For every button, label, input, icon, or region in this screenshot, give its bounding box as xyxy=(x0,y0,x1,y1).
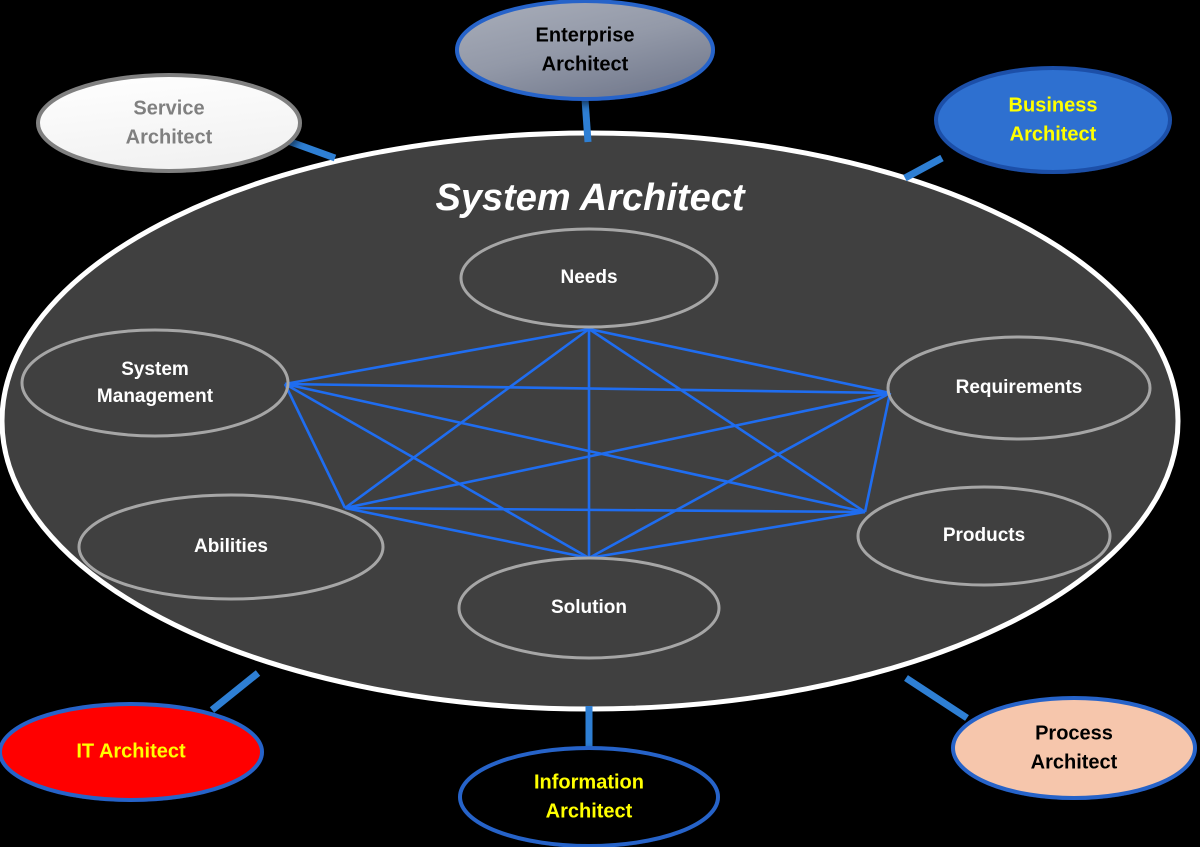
inner-node-ellipse xyxy=(886,335,1152,441)
outer-node-label: Business xyxy=(1009,94,1098,116)
outer-node-label: Architect xyxy=(546,800,633,822)
inner-node-solution[interactable]: Solution xyxy=(457,556,721,660)
outer-node-ellipse xyxy=(36,73,302,173)
link-system-management-to-requirements xyxy=(284,382,891,395)
outer-node-it-architect[interactable]: IT Architect xyxy=(0,702,264,802)
link-abilities-to-solution xyxy=(344,506,590,560)
link-requirements-to-solution xyxy=(588,391,891,560)
outer-node-label: Architect xyxy=(1010,123,1097,145)
inner-node-needs[interactable]: Needs xyxy=(459,227,719,329)
outer-node-ellipse xyxy=(934,66,1172,174)
link-abilities-to-products xyxy=(344,506,866,514)
outer-node-label: Architect xyxy=(542,53,629,75)
outer-node-label: Information xyxy=(534,771,644,793)
link-needs-to-system-management xyxy=(284,327,590,386)
outer-node-label: Process xyxy=(1035,722,1113,744)
connector-process-architect xyxy=(904,675,969,721)
outer-node-label: IT Architect xyxy=(76,740,186,762)
outer-connectors-group xyxy=(209,98,969,748)
inner-node-label: Solution xyxy=(551,597,627,618)
inner-node-ellipse xyxy=(459,227,719,329)
outer-node-ellipse xyxy=(458,746,720,847)
link-requirements-to-abilities xyxy=(344,391,891,510)
outer-node-label: Service xyxy=(133,97,204,119)
link-needs-to-products xyxy=(588,327,866,514)
inner-node-abilities[interactable]: Abilities xyxy=(77,493,385,601)
link-system-management-to-abilities xyxy=(283,383,347,509)
connector-service-architect xyxy=(286,137,337,162)
outer-node-label: Architect xyxy=(1031,751,1118,773)
outer-node-label: Enterprise xyxy=(536,24,635,46)
inner-node-label: System xyxy=(121,359,189,380)
inner-node-label: Requirements xyxy=(956,377,1083,398)
inner-node-products[interactable]: Products xyxy=(856,485,1112,587)
connector-enterprise-architect xyxy=(581,98,592,143)
inner-node-label: Needs xyxy=(560,267,617,288)
outer-node-ellipse xyxy=(455,0,715,101)
outer-node-ellipse xyxy=(951,696,1197,800)
outer-node-label: Architect xyxy=(126,126,213,148)
link-system-management-to-solution xyxy=(284,382,590,560)
inner-node-requirements[interactable]: Requirements xyxy=(886,335,1152,441)
inner-node-ellipse xyxy=(856,485,1112,587)
connector-business-architect xyxy=(903,154,944,182)
link-requirements-to-products xyxy=(863,392,892,513)
link-needs-to-abilities xyxy=(344,327,590,510)
page-title: System Architect xyxy=(435,177,745,219)
connector-it-architect xyxy=(209,670,261,713)
link-system-management-to-products xyxy=(284,382,866,514)
inner-link-network xyxy=(283,327,892,560)
inner-node-label: Management xyxy=(97,386,214,407)
outer-node-ellipse xyxy=(0,702,264,802)
link-needs-to-requirements xyxy=(588,327,891,395)
link-products-to-solution xyxy=(588,510,866,560)
inner-node-ellipse xyxy=(20,328,290,438)
inner-node-ellipse xyxy=(77,493,385,601)
inner-node-label: Abilities xyxy=(194,536,268,557)
inner-node-ellipse xyxy=(457,556,721,660)
inner-node-label: Products xyxy=(943,525,1025,546)
